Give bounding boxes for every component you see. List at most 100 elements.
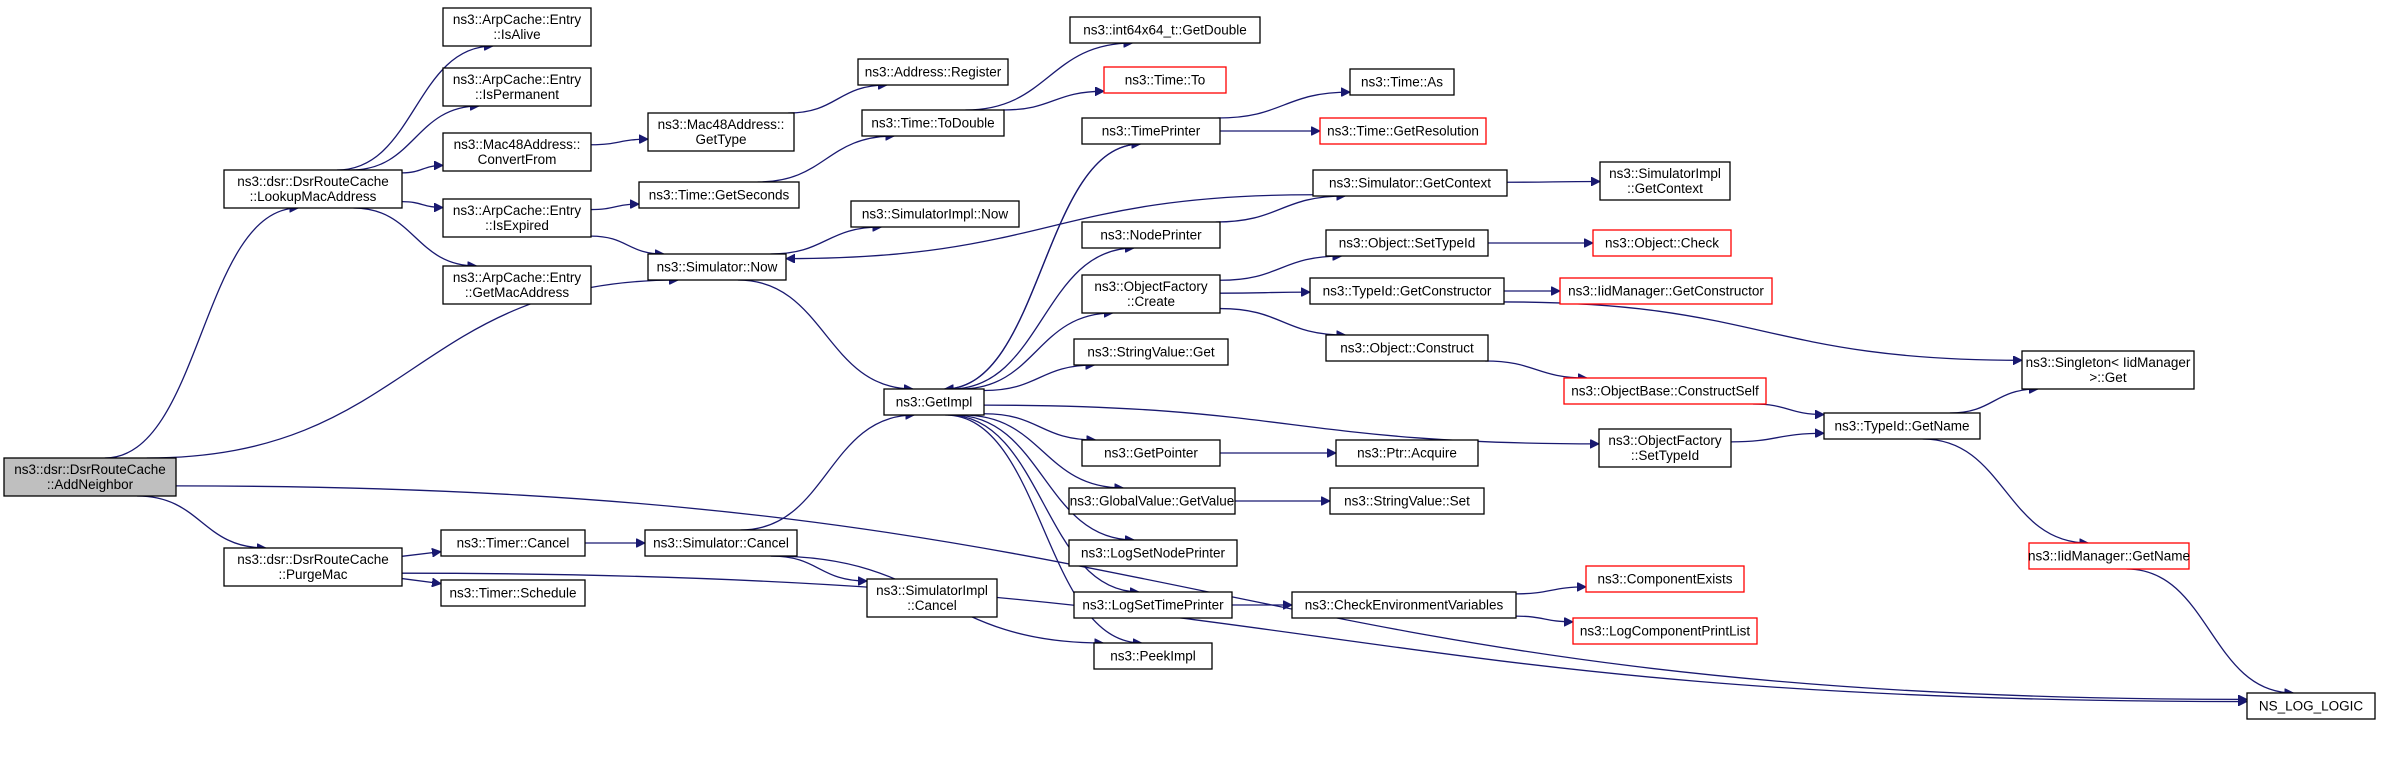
node-strvalget[interactable]: ns3::StringValue::Get [1073, 338, 1229, 366]
node-box [1312, 169, 1508, 197]
edge-simnow-to-getimpl [737, 279, 913, 389]
node-box [442, 132, 592, 172]
node-simgetctx[interactable]: ns3::Simulator::GetContext [1312, 169, 1508, 197]
node-logsettime[interactable]: ns3::LogSetTimePrinter [1073, 591, 1233, 619]
node-objcheck[interactable]: ns3::Object::Check [1592, 229, 1732, 257]
node-lookup[interactable]: ns3::dsr::DsrRouteCache::LookupMacAddres… [223, 169, 403, 209]
node-label: ::IsAlive [493, 27, 540, 42]
node-logcompprint[interactable]: ns3::LogComponentPrintList [1572, 617, 1758, 645]
node-box [850, 200, 1020, 228]
edge-getimpl-to-peekimpl [945, 414, 1142, 643]
node-label: ::IsPermanent [475, 87, 559, 102]
edge-timeprinter-to-timeas [1217, 92, 1350, 119]
node-implgetctx[interactable]: ns3::SimulatorImpl::GetContext [1599, 161, 1731, 201]
node-strvalset[interactable]: ns3::StringValue::Set [1329, 487, 1485, 515]
node-box [3, 457, 177, 497]
edge-addn-to-lookup [104, 208, 299, 459]
node-isexp[interactable]: ns3::ArpCache::Entry::IsExpired [442, 198, 592, 238]
node-purge[interactable]: ns3::dsr::DsrRouteCache::PurgeMac [223, 547, 403, 587]
edge-timeprinter-to-getimpl [944, 143, 1141, 389]
node-box [1592, 229, 1732, 257]
node-nodeprinter[interactable]: ns3::NodePrinter [1081, 221, 1221, 249]
edge-getimpl-to-nodeprinter [950, 248, 1134, 390]
node-label: ns3::Timer::Schedule [449, 586, 576, 601]
node-box [1823, 412, 1981, 440]
node-convfrom[interactable]: ns3::Mac48Address::ConvertFrom [442, 132, 592, 172]
edge-simnow-to-implnow [770, 227, 881, 255]
node-int64[interactable]: ns3::int64x64_t::GetDouble [1069, 16, 1261, 44]
node-label: ::IsExpired [485, 218, 549, 233]
node-label: ns3::Singleton< IidManager [2026, 355, 2191, 370]
node-box [866, 578, 998, 618]
node-label: ::Create [1127, 294, 1175, 309]
node-iidgetctor[interactable]: ns3::IidManager::GetConstructor [1559, 277, 1773, 305]
edge-checkenv-to-compexists [1515, 587, 1586, 595]
node-box [857, 58, 1009, 86]
node-label: ns3::GetImpl [896, 395, 973, 410]
node-implnow[interactable]: ns3::SimulatorImpl::Now [850, 200, 1020, 228]
node-timeas[interactable]: ns3::Time::As [1349, 68, 1455, 96]
node-label: ns3::Ptr::Acquire [1357, 446, 1457, 461]
node-objsettid[interactable]: ns3::Object::SetTypeId [1325, 229, 1489, 257]
node-getimpl[interactable]: ns3::GetImpl [883, 388, 985, 416]
edge-lookup-to-convfrom [401, 165, 443, 174]
node-implcancel[interactable]: ns3::SimulatorImpl::Cancel [866, 578, 998, 618]
node-label: ns3::dsr::DsrRouteCache [14, 462, 166, 477]
node-box [1319, 117, 1487, 145]
node-box [1585, 565, 1745, 593]
node-label: ns3::dsr::DsrRouteCache [237, 174, 389, 189]
node-objfactcreate[interactable]: ns3::ObjectFactory::Create [1081, 274, 1221, 314]
node-box [1073, 591, 1233, 619]
node-simcancel[interactable]: ns3::Simulator::Cancel [644, 529, 798, 557]
node-timerc[interactable]: ns3::Timer::Cancel [440, 529, 586, 557]
node-box [1325, 334, 1489, 362]
node-box [440, 579, 586, 607]
node-objconstruct[interactable]: ns3::Object::Construct [1325, 334, 1489, 362]
node-singleton[interactable]: ns3::Singleton< IidManager>::Get [2021, 350, 2195, 390]
node-simnow[interactable]: ns3::Simulator::Now [647, 253, 787, 281]
node-box [1309, 277, 1505, 305]
node-register[interactable]: ns3::Address::Register [857, 58, 1009, 86]
node-timers[interactable]: ns3::Timer::Schedule [440, 579, 586, 607]
node-isalive[interactable]: ns3::ArpCache::Entry::IsAlive [442, 7, 592, 47]
node-label: ns3::ObjectFactory [1094, 279, 1208, 294]
node-logsetnode[interactable]: ns3::LogSetNodePrinter [1068, 539, 1238, 567]
node-addn[interactable]: ns3::dsr::DsrRouteCache::AddNeighbor [3, 457, 177, 497]
node-tidgetname[interactable]: ns3::TypeId::GetName [1823, 412, 1981, 440]
node-label: ns3::GlobalValue::GetValue [1070, 494, 1235, 509]
node-box [2246, 692, 2376, 720]
node-getsec[interactable]: ns3::Time::GetSeconds [638, 181, 800, 209]
node-todouble[interactable]: ns3::Time::ToDouble [861, 109, 1005, 137]
node-box [644, 529, 798, 557]
node-label: ns3::ArpCache::Entry [453, 12, 582, 27]
node-box [1093, 642, 1213, 670]
node-box [1598, 428, 1732, 468]
node-box [1291, 591, 1517, 619]
node-isperm[interactable]: ns3::ArpCache::Entry::IsPermanent [442, 67, 592, 107]
node-objfactsettid[interactable]: ns3::ObjectFactory::SetTypeId [1598, 428, 1732, 468]
nodes-layer: ns3::dsr::DsrRouteCache::AddNeighborns3:… [3, 7, 2376, 720]
node-label: ns3::Timer::Cancel [457, 536, 570, 551]
edge-addn-to-simnow [146, 280, 678, 459]
node-checkenv[interactable]: ns3::CheckEnvironmentVariables [1291, 591, 1517, 619]
node-tidgetctor[interactable]: ns3::TypeId::GetConstructor [1309, 277, 1505, 305]
node-getres[interactable]: ns3::Time::GetResolution [1319, 117, 1487, 145]
node-ptracquire[interactable]: ns3::Ptr::Acquire [1335, 439, 1479, 467]
edge-lookup-to-getmac [353, 207, 476, 266]
node-gettype[interactable]: ns3::Mac48Address::GetType [647, 112, 795, 152]
node-box [1081, 117, 1221, 145]
node-label: ::AddNeighbor [47, 477, 134, 492]
node-getpointer[interactable]: ns3::GetPointer [1081, 439, 1221, 467]
edge-todouble-to-int64 [965, 43, 1132, 111]
node-timeto[interactable]: ns3::Time::To [1103, 66, 1227, 94]
node-objbasecs[interactable]: ns3::ObjectBase::ConstructSelf [1563, 377, 1767, 405]
node-label: ns3::IidManager::GetName [2028, 549, 2190, 564]
node-iidgetname[interactable]: ns3::IidManager::GetName [2028, 542, 2190, 570]
node-peekimpl[interactable]: ns3::PeekImpl [1093, 642, 1213, 670]
node-timeprinter[interactable]: ns3::TimePrinter [1081, 117, 1221, 145]
node-getmac[interactable]: ns3::ArpCache::Entry::GetMacAddress [442, 265, 592, 305]
node-box [1325, 229, 1489, 257]
node-compexists[interactable]: ns3::ComponentExists [1585, 565, 1745, 593]
node-gvgetvalue[interactable]: ns3::GlobalValue::GetValue [1068, 487, 1236, 515]
node-nslog[interactable]: NS_LOG_LOGIC [2246, 692, 2376, 720]
